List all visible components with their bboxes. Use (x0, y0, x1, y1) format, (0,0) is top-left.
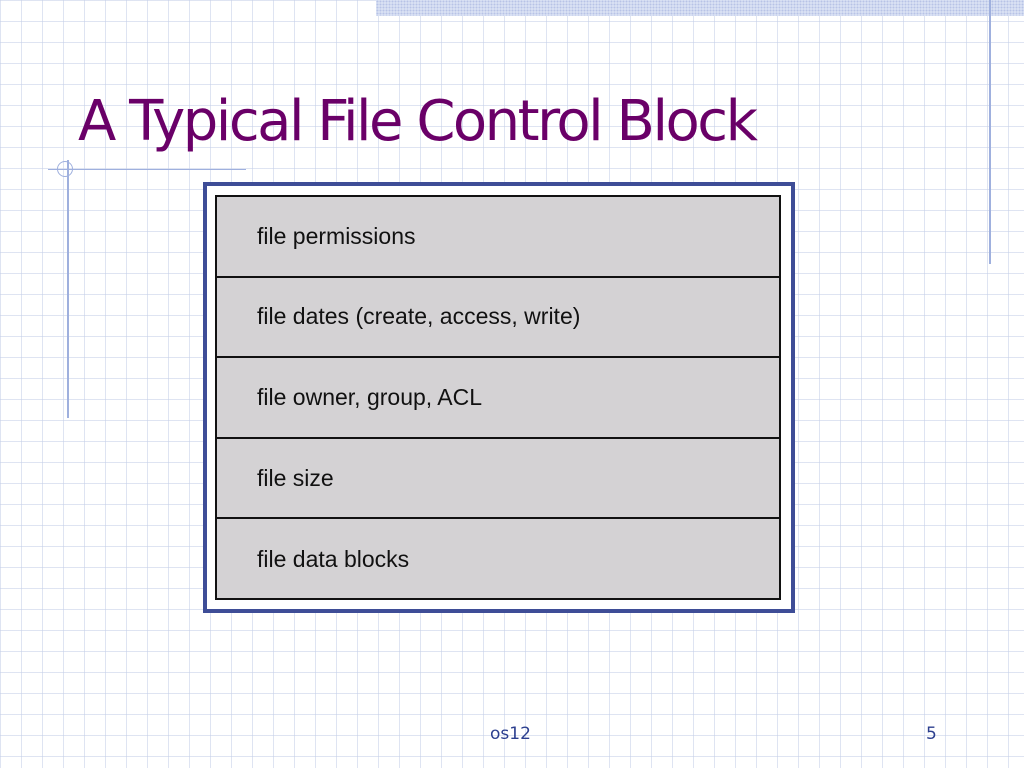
slide-title: A Typical File Control Block (78, 89, 758, 154)
fcb-field-size: file size (217, 439, 779, 520)
fcb-field-permissions: file permissions (217, 197, 779, 278)
title-underline-rule (48, 169, 246, 170)
crosshair-circle-icon (57, 161, 73, 177)
left-decorative-rule (67, 160, 69, 418)
slide-number: 5 (926, 724, 937, 744)
footer-label: os12 (490, 724, 531, 744)
fcb-field-dates: file dates (create, access, write) (217, 278, 779, 359)
fcb-field-owner: file owner, group, ACL (217, 358, 779, 439)
top-decorative-bar (376, 0, 1024, 16)
file-control-block-table: file permissions file dates (create, acc… (215, 195, 781, 600)
right-decorative-rule (989, 0, 991, 264)
fcb-field-data-blocks: file data blocks (257, 546, 410, 573)
